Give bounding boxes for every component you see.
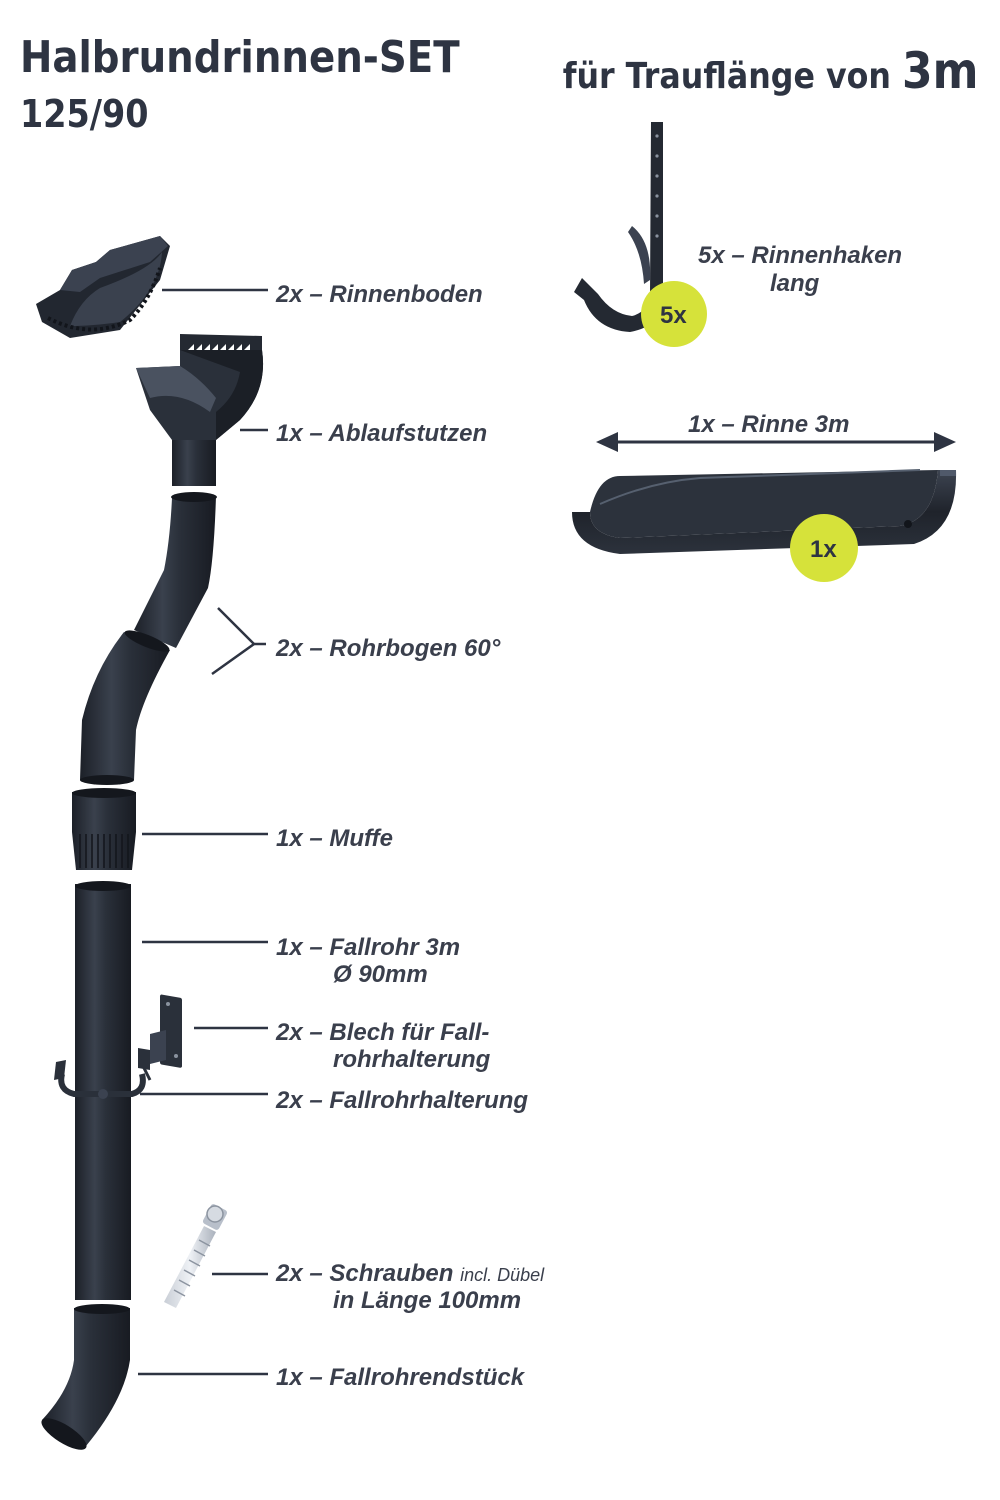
badge-rinne-text: 1x [810,536,837,563]
rinne-part [572,469,957,554]
label-rinnenhaken-line2: lang [770,270,820,297]
label-blech-line2: rohrhalterung [333,1046,491,1073]
label-ablaufstutzen: 1x – Ablaufstutzen [276,420,488,447]
page-title: Halbrundrinnen-SET [20,32,460,83]
label-fallrohrhalterung: 2x – Fallrohrhalterung [276,1087,529,1114]
eave-length-value: 3m [901,42,978,100]
fallrohrhalterung-part [54,1048,152,1099]
rinne-length-arrow [596,432,956,452]
fallrohrendstueck-part [41,1304,130,1450]
rohrbogen-lower-part [80,630,170,785]
page-subtitle: 125/90 [20,92,149,136]
rinnenboden-part [36,236,170,338]
label-endstueck: 1x – Fallrohrendstück [276,1364,525,1391]
eave-length-heading: für Trauflänge von 3m [562,42,978,100]
label-schrauben-small: incl. Dübel [460,1265,545,1285]
badge-haken: 5x [641,281,707,347]
label-schrauben-line2: in Länge 100mm [333,1287,522,1314]
label-rinnenboden: 2x – Rinnenboden [276,281,483,308]
label-schrauben-main: 2x – Schrauben [276,1260,454,1287]
label-rohrbogen: 2x – Rohrbogen 60° [276,635,501,662]
label-rinne: 1x – Rinne 3m [688,411,850,438]
rohrbogen-upper-part [134,492,217,648]
label-schrauben: 2x – Schrauben incl. Dübel [276,1260,544,1289]
leader-rohrbogen [211,607,256,676]
label-fallrohr-line2: Ø 90mm [333,961,428,988]
badge-rinne: 1x [790,514,858,582]
badge-haken-text: 5x [660,302,687,329]
label-blech-line1: 2x – Blech für Fall- [276,1019,490,1046]
label-fallrohr-line1: 1x – Fallrohr 3m [276,934,461,961]
label-rinnenhaken-line1: 5x – Rinnenhaken [698,242,903,269]
eave-length-prefix: für Trauflänge von [562,56,902,97]
label-muffe: 1x – Muffe [276,825,393,852]
schraube-part [164,1204,228,1308]
ablaufstutzen-part [136,334,264,486]
blech-part [150,994,182,1068]
muffe-part [72,788,136,870]
